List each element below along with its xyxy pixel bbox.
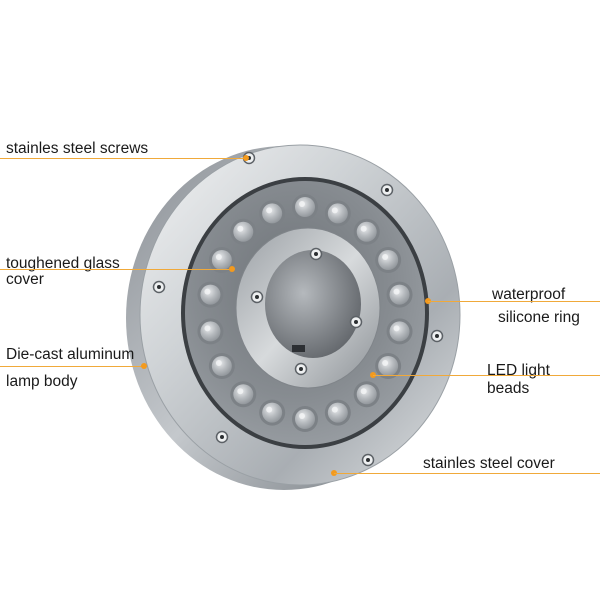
led-bead — [259, 200, 286, 227]
led-bead — [386, 318, 413, 345]
led-bead — [292, 194, 318, 220]
label-ring-line1: waterproof — [492, 286, 566, 303]
leader-glass — [0, 269, 232, 270]
hole-notch — [292, 345, 305, 352]
dot-body — [141, 363, 147, 369]
led-bead — [386, 281, 413, 308]
led-beads — [197, 194, 413, 432]
label-led-line1: LED light — [487, 362, 550, 379]
screw-icon — [294, 362, 308, 376]
leader-ring — [428, 301, 600, 302]
screw-icon — [380, 183, 394, 197]
dot-steel-screws — [243, 155, 249, 161]
led-bead — [259, 399, 286, 426]
dot-glass — [229, 266, 235, 272]
leader-led — [373, 375, 600, 376]
screw-icon — [349, 315, 363, 329]
screw-icon — [250, 290, 264, 304]
screw-icon — [361, 453, 375, 467]
label-steel-screws: stainles steel screws — [6, 140, 149, 157]
led-bead — [197, 281, 224, 308]
screw-icon — [152, 280, 166, 294]
led-bead — [324, 200, 351, 227]
screw-icon — [215, 430, 229, 444]
led-bead — [208, 247, 235, 273]
led-bead — [292, 406, 318, 432]
led-bead — [230, 218, 257, 245]
center-hole — [265, 250, 361, 358]
led-bead — [375, 353, 402, 379]
leader-steel-cover — [334, 473, 600, 474]
screw-icon — [309, 247, 323, 261]
screw-icon — [430, 329, 444, 343]
label-ring-line2: silicone ring — [498, 309, 580, 326]
led-bead — [353, 218, 380, 245]
label-glass-line1: toughened glass — [6, 255, 120, 272]
label-steel-cover: stainles steel cover — [423, 455, 555, 472]
label-glass-line2: cover — [6, 271, 44, 288]
led-bead — [197, 318, 224, 345]
led-bead — [230, 381, 257, 408]
led-bead — [208, 353, 235, 379]
led-bead — [375, 247, 402, 273]
label-body-line1: Die-cast aluminum — [6, 346, 135, 363]
leader-body — [0, 366, 146, 367]
led-bead — [324, 399, 351, 426]
label-led-line2: beads — [487, 380, 530, 397]
led-bead — [353, 381, 380, 408]
label-body-line2: lamp body — [6, 373, 78, 390]
screws — [152, 151, 444, 467]
leader-steel-screws — [0, 158, 246, 159]
